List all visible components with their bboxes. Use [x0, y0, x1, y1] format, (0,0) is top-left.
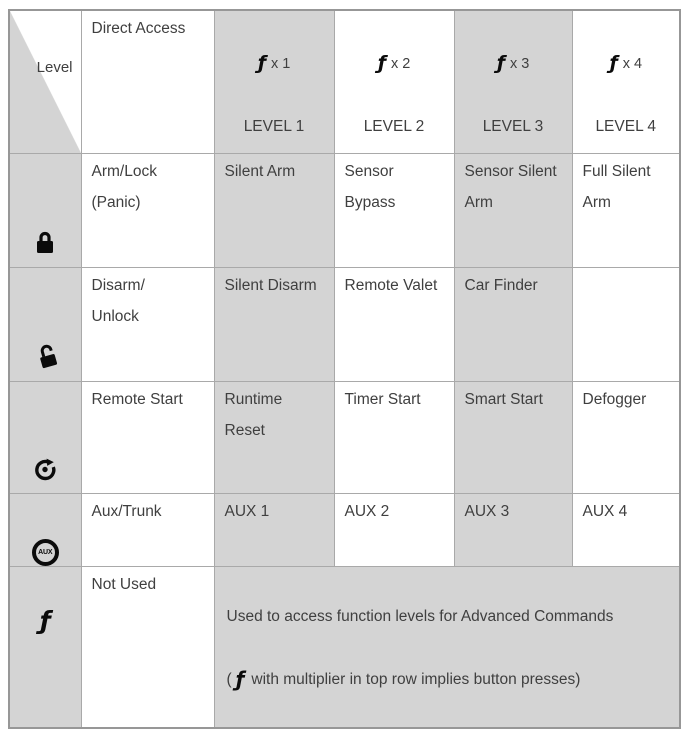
lock-icon: [34, 198, 56, 267]
table-cell: Defogger: [571, 381, 681, 494]
table-cell: AUX 4: [571, 493, 681, 567]
function-note-line1: Used to access function levels for Advan…: [226, 607, 614, 625]
button-icon-cell: AUX: [8, 493, 82, 567]
table-cell: Remote Valet: [333, 267, 455, 382]
level2-label: LEVEL 2: [363, 118, 425, 135]
direct-access-cell: Remote Start: [80, 381, 215, 494]
table-cell: [571, 267, 681, 382]
level1-multiplier: x 1: [270, 56, 291, 72]
function-icon: ƒ: [496, 52, 505, 74]
level4-label: LEVEL 4: [595, 118, 657, 135]
function-note-cell: Used to access function levels for Advan…: [213, 566, 681, 728]
direct-access-header: Direct Access: [80, 9, 215, 154]
level4-multiplier: x 4: [622, 56, 643, 72]
level1-label: LEVEL 1: [243, 118, 305, 135]
aux-icon: AUX: [31, 539, 59, 566]
direct-access-cell: Not Used: [80, 566, 215, 728]
function-icon: ƒ: [609, 52, 618, 74]
function-level-table: Level Button Direct Access ƒx 1 LEVEL 1 …: [8, 9, 681, 729]
header-row: Level Button Direct Access ƒx 1 LEVEL 1 …: [8, 9, 681, 154]
function-icon: ƒ: [377, 52, 386, 74]
table-row-disarm-unlock: Disarm/ Unlock Silent Disarm Remote Vale…: [8, 267, 681, 382]
function-icon: ƒ: [39, 606, 51, 635]
table-row-function: ƒ Not Used Used to access function level…: [8, 566, 681, 728]
table-cell: Car Finder: [453, 267, 573, 382]
table-cell: Smart Start: [453, 381, 573, 494]
function-icon: ƒ: [235, 666, 245, 691]
table-row-remote-start: Remote Start Runtime Reset Timer Start S…: [8, 381, 681, 494]
level3-label: LEVEL 3: [482, 118, 544, 135]
table-cell: AUX 1: [213, 493, 335, 567]
direct-access-cell: Aux/Trunk: [80, 493, 215, 567]
corner-button-label: Button: [18, 145, 61, 153]
table-cell: Runtime Reset: [213, 381, 335, 494]
button-icon-cell: [8, 267, 82, 382]
table-cell: Sensor Bypass: [333, 153, 455, 268]
level2-multiplier: x 2: [390, 56, 411, 72]
table-cell: Silent Arm: [213, 153, 335, 268]
direct-access-cell: Disarm/ Unlock: [80, 267, 215, 382]
table-cell: Timer Start: [333, 381, 455, 494]
table-row-arm-lock: Arm/Lock (Panic) Silent Arm Sensor Bypas…: [8, 153, 681, 268]
table-cell: AUX 3: [453, 493, 573, 567]
corner-level-label: Level: [36, 59, 73, 76]
table-cell: Silent Disarm: [213, 267, 335, 382]
direct-access-cell: Arm/Lock (Panic): [80, 153, 215, 268]
corner-cell: Level Button: [8, 9, 82, 154]
level3-multiplier: x 3: [509, 56, 530, 72]
table-cell: Full Silent Arm: [571, 153, 681, 268]
remote-start-icon: [32, 426, 59, 493]
button-icon-cell: [8, 381, 82, 494]
button-icon-cell: ƒ: [8, 566, 82, 728]
aux-icon-label: AUX: [38, 549, 53, 556]
table-row-aux-trunk: AUX Aux/Trunk AUX 1 AUX 2 AUX 3 AUX 4: [8, 493, 681, 567]
button-icon-cell: [8, 153, 82, 268]
function-icon: ƒ: [257, 52, 266, 74]
table-cell: AUX 2: [333, 493, 455, 567]
unlock-icon: [24, 310, 66, 380]
table-cell: Sensor Silent Arm: [453, 153, 573, 268]
